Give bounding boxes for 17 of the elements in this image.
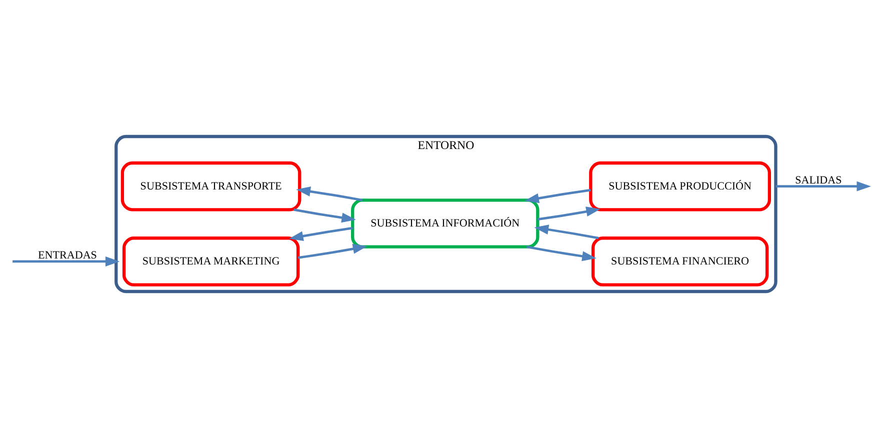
arrow xyxy=(534,224,599,240)
arrow xyxy=(538,206,600,220)
arrow xyxy=(298,244,368,259)
node-box: SUBSISTEMA PRODUCCIÓN xyxy=(589,161,771,212)
arrow xyxy=(296,186,363,202)
node-box: SUBSISTEMA MARKETING xyxy=(122,236,300,286)
edge-label: SALIDAS xyxy=(795,174,842,186)
edge-label: ENTRADAS xyxy=(38,249,97,262)
node-box: SUBSISTEMA TRANSPORTE xyxy=(120,161,302,212)
arrow xyxy=(776,181,872,192)
node-box: SUBSISTEMA FINANCIERO xyxy=(591,236,769,286)
arrow xyxy=(12,256,120,266)
arrow xyxy=(526,246,596,262)
arrow xyxy=(294,208,356,223)
node-box: SUBSISTEMA INFORMACIÓN xyxy=(351,198,540,248)
arrow xyxy=(524,188,591,204)
arrow xyxy=(288,226,353,242)
